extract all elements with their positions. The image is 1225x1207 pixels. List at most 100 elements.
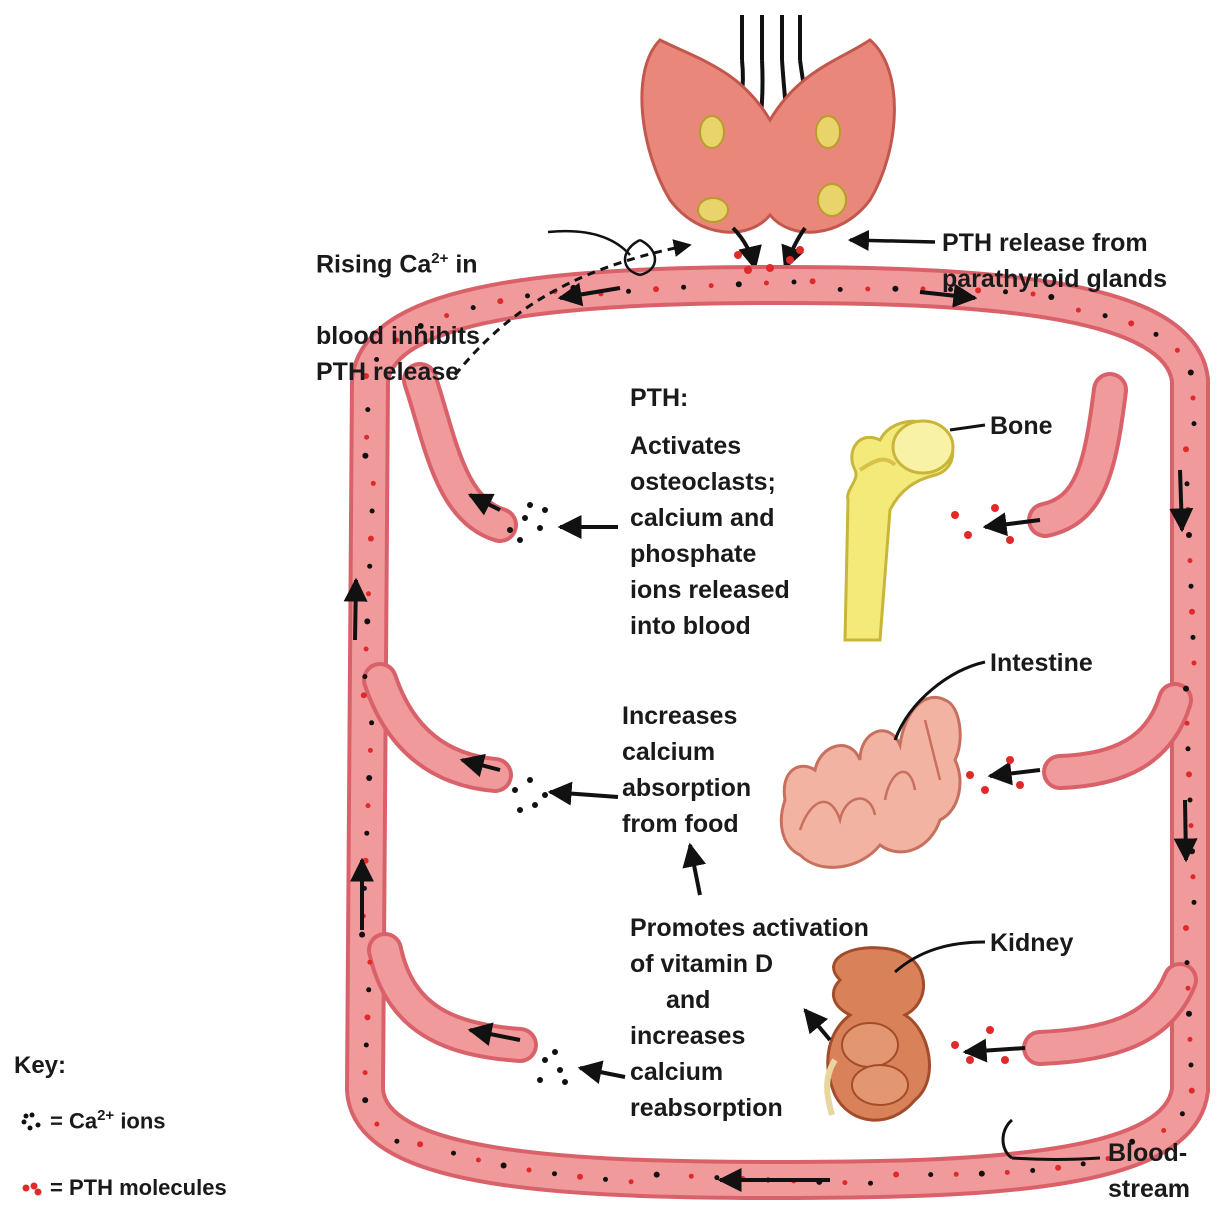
vessel-dot bbox=[417, 1141, 423, 1147]
vessel-dot bbox=[1191, 635, 1196, 640]
gland-output-arrows bbox=[733, 228, 805, 268]
kidney-action-text-2: increases calcium reabsorption bbox=[630, 1018, 783, 1126]
vessel-dot bbox=[552, 1171, 557, 1176]
vessel-dot bbox=[359, 932, 365, 938]
vessel-dot bbox=[1154, 332, 1159, 337]
vessel-dot bbox=[1189, 1088, 1195, 1094]
vessel-dot bbox=[1183, 446, 1189, 452]
vessel-dot bbox=[1188, 558, 1193, 563]
kidney-label: Kidney bbox=[990, 925, 1073, 961]
vessel-dot bbox=[979, 1171, 985, 1177]
vessel-dot bbox=[366, 775, 372, 781]
bloodstream-label: Blood- stream bbox=[1108, 1135, 1190, 1207]
vessel-dot bbox=[362, 674, 367, 679]
key-pth-molecules: = PTH molecules bbox=[50, 1175, 227, 1201]
vessel-dot bbox=[366, 803, 371, 808]
pth-release-label: PTH release from parathyroid glands bbox=[942, 225, 1167, 297]
key-ca-ions: = Ca2+ ions bbox=[50, 1107, 166, 1134]
vessel-dot bbox=[764, 281, 769, 286]
vessel-dot bbox=[792, 280, 797, 285]
vessel-dot bbox=[1103, 313, 1108, 318]
vessel-dot bbox=[1183, 925, 1189, 931]
vessel-dot bbox=[368, 536, 374, 542]
parathyroid-gland bbox=[642, 40, 895, 232]
intestine-action-text: Increases calcium absorption from food bbox=[622, 698, 751, 842]
vessel-dot bbox=[1185, 481, 1190, 486]
vessel-dot bbox=[577, 1174, 583, 1180]
vessel-dot bbox=[1076, 308, 1081, 313]
vessel-dot bbox=[1188, 798, 1193, 803]
vessel-dot bbox=[629, 1179, 634, 1184]
vessel-dot bbox=[366, 591, 371, 596]
vessel-dot bbox=[1183, 686, 1189, 692]
vessel-dot bbox=[369, 720, 374, 725]
vessel-dot bbox=[570, 285, 576, 291]
vessel-dot bbox=[497, 298, 503, 304]
vessel-dot bbox=[1185, 721, 1190, 726]
vessel-dot bbox=[365, 407, 370, 412]
vessel-dot bbox=[842, 1180, 847, 1185]
vessel-dot bbox=[1055, 1165, 1061, 1171]
vessel-dot bbox=[1192, 661, 1197, 666]
vessel-dot bbox=[689, 1174, 694, 1179]
vessel-dot bbox=[810, 278, 816, 284]
pth-heading: PTH: bbox=[630, 380, 688, 416]
vessel-dot bbox=[709, 283, 714, 288]
pth-release-pointer bbox=[850, 240, 935, 242]
vessel-dot bbox=[681, 285, 686, 290]
vessel-dot bbox=[362, 1097, 368, 1103]
bone-illustration bbox=[845, 421, 985, 640]
vessel-dot bbox=[736, 281, 742, 287]
vessel-dot bbox=[1189, 1063, 1194, 1068]
intestine-illustration bbox=[781, 662, 985, 867]
vessel-dot bbox=[1005, 1170, 1010, 1175]
vessel-dot bbox=[364, 831, 369, 836]
vessel-dot bbox=[1188, 370, 1194, 376]
vessel-dot bbox=[364, 618, 370, 624]
vessel-dot bbox=[367, 960, 372, 965]
vessel-dot bbox=[1192, 421, 1197, 426]
vessel-dot bbox=[1030, 1168, 1035, 1173]
vessel-dot bbox=[1188, 1037, 1193, 1042]
vessel-dot bbox=[1189, 584, 1194, 589]
vessel-dot bbox=[374, 1122, 379, 1127]
key-title: Key: bbox=[14, 1052, 66, 1080]
vessel-dot bbox=[394, 1139, 399, 1144]
vessel-dot bbox=[525, 293, 530, 298]
vessel-dot bbox=[1189, 848, 1195, 854]
bone-label: Bone bbox=[990, 408, 1053, 444]
vessel-dot bbox=[367, 564, 372, 569]
vessel-dot bbox=[1081, 1161, 1086, 1166]
vessel-dot bbox=[1180, 1111, 1185, 1116]
vessel-dot bbox=[892, 286, 898, 292]
vessel-dot bbox=[1191, 874, 1196, 879]
vessel-dot bbox=[368, 748, 373, 753]
vessel-dot bbox=[954, 1172, 959, 1177]
vessel-dot bbox=[603, 1177, 608, 1182]
rising-calcium-label: Rising Ca2+ in blood inhibits PTH releas… bbox=[316, 205, 480, 390]
vessel-dot bbox=[1191, 396, 1196, 401]
key-pth-symbol bbox=[23, 1183, 42, 1196]
vessel-dot bbox=[371, 481, 376, 486]
vessel-dot bbox=[653, 286, 659, 292]
intestine-label: Intestine bbox=[990, 645, 1093, 681]
vessel-dot bbox=[1186, 771, 1192, 777]
vessel-dot bbox=[476, 1158, 481, 1163]
vessel-dot bbox=[928, 1172, 933, 1177]
vessel-dot bbox=[1186, 507, 1191, 512]
vessel-dot bbox=[366, 987, 371, 992]
vessel-dot bbox=[370, 509, 375, 514]
vessel-dot bbox=[868, 1181, 873, 1186]
vessel-dot bbox=[501, 1163, 507, 1169]
vessel-dot bbox=[654, 1172, 660, 1178]
vessel-dot bbox=[1185, 960, 1190, 965]
vessel-dot bbox=[1192, 900, 1197, 905]
key-ca-symbol bbox=[22, 1113, 41, 1131]
vessel-dot bbox=[364, 435, 369, 440]
vessel-dot bbox=[838, 287, 843, 292]
vessel-dot bbox=[364, 1043, 369, 1048]
vessel-dot bbox=[361, 692, 367, 698]
vessel-dot bbox=[363, 1070, 368, 1075]
vessel-dot bbox=[527, 1168, 532, 1173]
